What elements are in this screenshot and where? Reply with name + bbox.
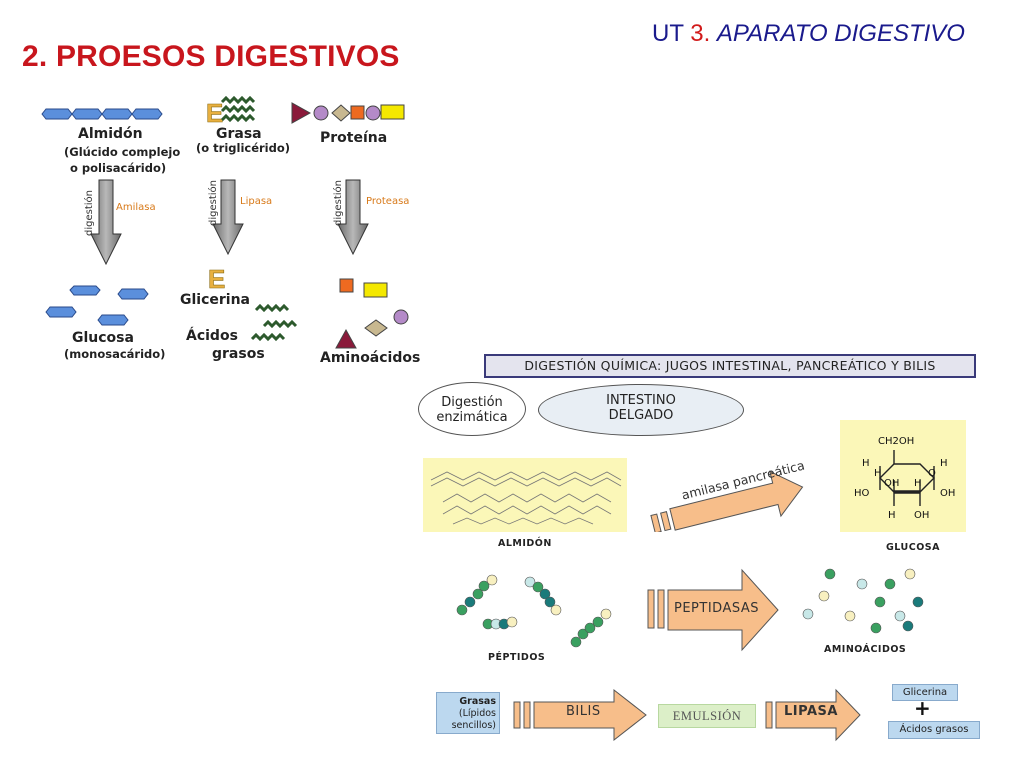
svg-text:E: E bbox=[206, 98, 223, 128]
unit-number: 3. bbox=[690, 20, 711, 47]
svg-text:OH: OH bbox=[940, 488, 955, 499]
starch-desc-2: o polisacárido) bbox=[70, 161, 167, 175]
glucose-desc: (monosacárido) bbox=[64, 347, 166, 361]
starch-chain-icon bbox=[41, 108, 163, 120]
fat-label: Grasa bbox=[216, 126, 262, 142]
amylase-label: Amilasa bbox=[116, 202, 156, 213]
fatty-acids-label-2: grasos bbox=[212, 346, 265, 362]
amino-acids-label: Aminoácidos bbox=[320, 350, 421, 366]
fat-digestion-label: digestión bbox=[208, 180, 219, 226]
glucosa-caption: GLUCOSA bbox=[886, 542, 940, 553]
oval1-line1: Digestión bbox=[441, 395, 503, 410]
plus-sign: + bbox=[914, 696, 931, 720]
unit-prefix: UT bbox=[652, 20, 684, 47]
starch-label: Almidón bbox=[78, 126, 143, 142]
glucose-ch2oh: CH2OH bbox=[878, 436, 914, 447]
svg-text:H: H bbox=[940, 458, 948, 469]
oval2-line2: DELGADO bbox=[608, 408, 674, 423]
svg-text:OH: OH bbox=[914, 510, 929, 521]
unit-header: UT 3. APARATO DIGESTIVO bbox=[652, 20, 965, 48]
peptidases-arrow bbox=[647, 568, 779, 652]
svg-text:H: H bbox=[914, 478, 922, 489]
triglyceride-icon: E bbox=[206, 95, 256, 128]
lipase-arrow bbox=[765, 688, 861, 742]
enzymatic-digestion-oval: Digestión enzimática bbox=[418, 382, 526, 436]
oval1-line2: enzimática bbox=[436, 410, 508, 425]
svg-text:H: H bbox=[888, 510, 896, 521]
lipase-label: Lipasa bbox=[240, 196, 273, 207]
svg-text:H: H bbox=[874, 468, 882, 479]
glycerol-label: Glicerina bbox=[180, 292, 250, 308]
macronutrient-digestion-diagram: E E bbox=[41, 95, 409, 349]
peptidos-caption: PÉPTIDOS bbox=[488, 652, 546, 663]
aminoacidos-caption: AMINOÁCIDOS bbox=[824, 644, 907, 655]
glycerol-fatty-acids-icon: E bbox=[208, 264, 298, 342]
page-title: 2. PROESOS DIGESTIVOS bbox=[22, 40, 400, 73]
starch-digestion-label: digestión bbox=[84, 190, 95, 236]
svg-text:OH: OH bbox=[884, 478, 899, 489]
starch-molecule-icon bbox=[430, 471, 622, 525]
oval2-line1: INTESTINO bbox=[606, 393, 676, 408]
glucose-monomers-icon bbox=[45, 285, 149, 326]
fats-line1: Grasas bbox=[459, 696, 496, 707]
svg-text:O: O bbox=[928, 468, 936, 479]
bile-arrow bbox=[513, 688, 647, 742]
amylase-arrow bbox=[650, 470, 804, 532]
protease-label: Proteasa bbox=[366, 196, 410, 207]
svg-text:H: H bbox=[862, 458, 870, 469]
digestion-arrows bbox=[90, 179, 369, 266]
emulsion-box: EMULSIÓN bbox=[658, 704, 756, 728]
protein-digestion-label: digestión bbox=[333, 180, 344, 226]
lipase-arrow-label: LIPASA bbox=[784, 704, 838, 719]
glucose-label: Glucosa bbox=[72, 330, 134, 346]
chemical-digestion-banner: DIGESTIÓN QUÍMICA: JUGOS INTESTINAL, PAN… bbox=[484, 354, 976, 378]
svg-text:HO: HO bbox=[854, 488, 870, 499]
fat-desc: (o triglicérido) bbox=[196, 141, 291, 155]
almidon-caption: ALMIDÓN bbox=[498, 538, 552, 549]
starch-molecule-box bbox=[423, 458, 627, 532]
amino-acids-icon bbox=[335, 278, 409, 349]
free-amino-acids-icon bbox=[802, 568, 924, 634]
peptidases-label: PEPTIDASAS bbox=[674, 601, 759, 616]
bile-label: BILIS bbox=[566, 704, 601, 719]
peptides-icon bbox=[456, 574, 612, 648]
svg-text:E: E bbox=[208, 264, 225, 294]
fats-box: Grasas (Lípidos sencillos) bbox=[436, 692, 500, 734]
small-intestine-oval: INTESTINO DELGADO bbox=[538, 384, 744, 436]
protein-label: Proteína bbox=[320, 130, 388, 146]
starch-desc-1: (Glúcido complejo bbox=[64, 145, 181, 159]
protein-chain-icon bbox=[291, 102, 405, 124]
fats-line2: (Lípidos bbox=[458, 708, 496, 719]
fats-line3: sencillos) bbox=[451, 720, 496, 731]
fatty-acids-output-box: Ácidos grasos bbox=[888, 721, 980, 739]
fatty-acids-label-1: Ácidos bbox=[186, 328, 238, 344]
glycerol-output-box: Glicerina bbox=[892, 684, 958, 701]
unit-title: APARATO DIGESTIVO bbox=[716, 20, 965, 47]
